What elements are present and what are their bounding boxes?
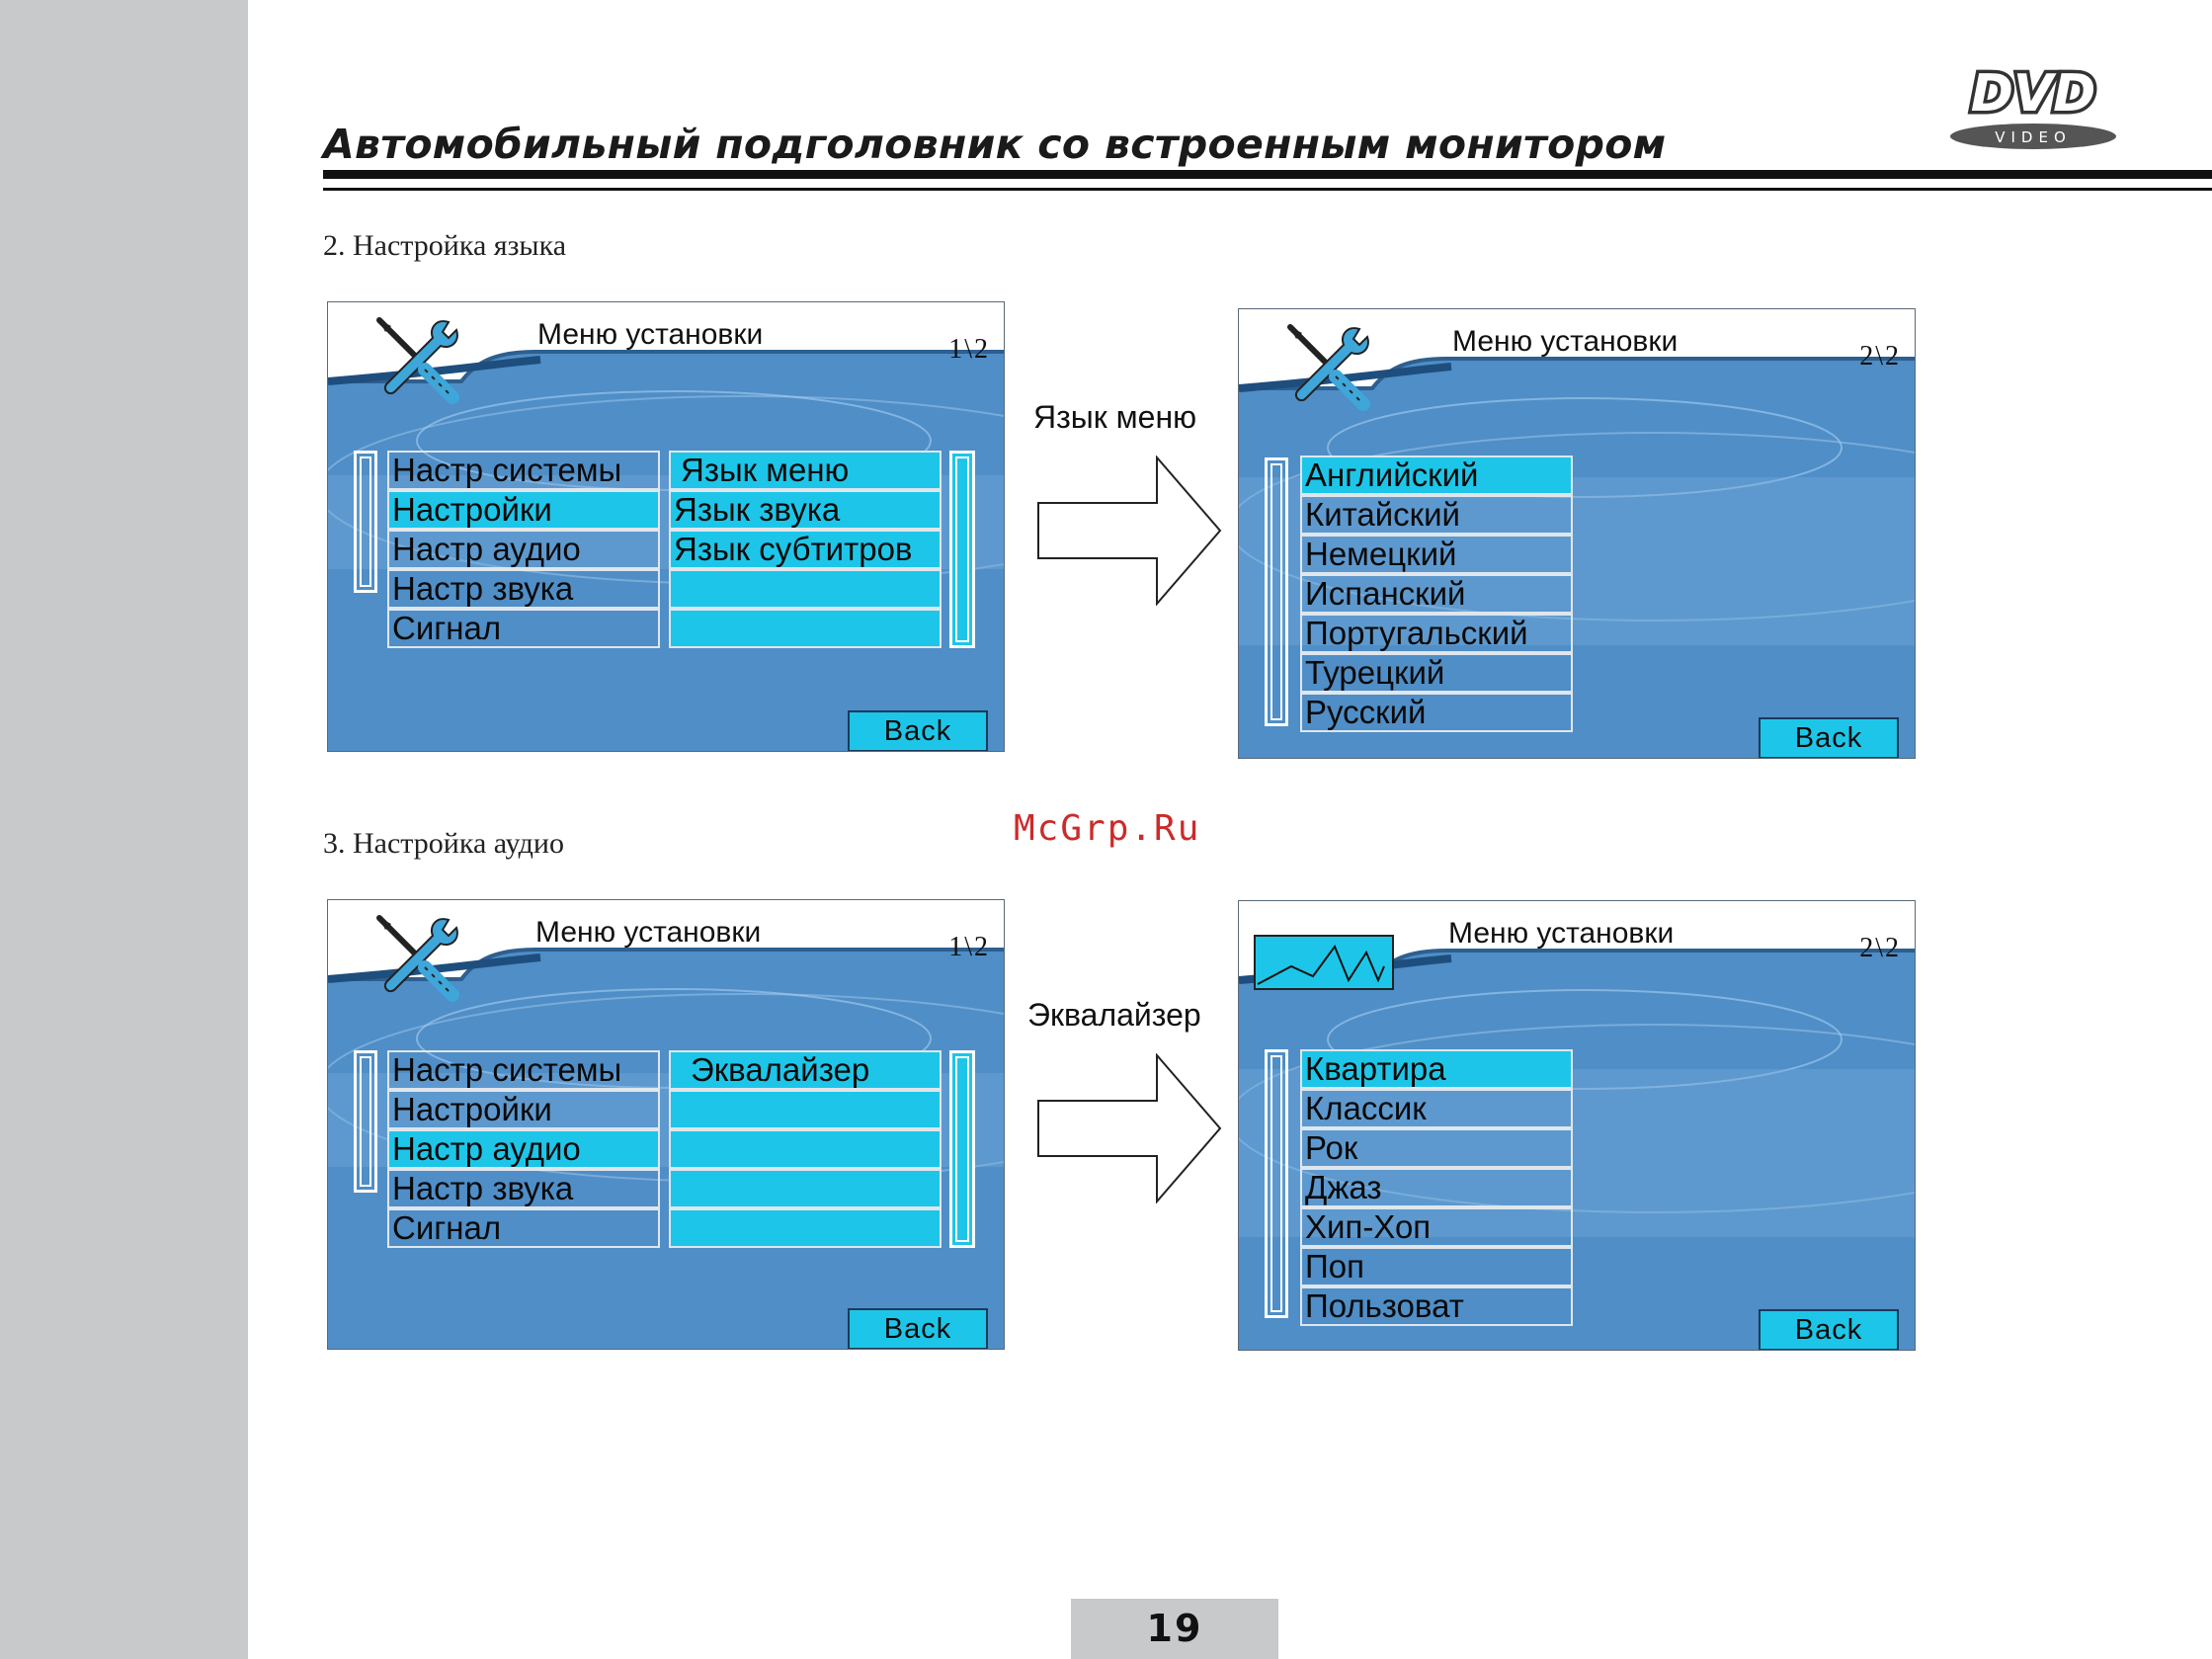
- option-russian[interactable]: Русский: [1300, 693, 1573, 732]
- screen-background: [1239, 309, 1915, 645]
- menu-item-system[interactable]: Настр системы: [387, 451, 660, 490]
- screen-title: Меню установки: [535, 916, 762, 949]
- submenu-item-menu-language[interactable]: Язык меню: [669, 451, 942, 490]
- submenu-item-empty: [669, 569, 942, 609]
- arrow-label-equalizer: Эквалайзер: [1027, 997, 1201, 1033]
- tools-icon: [376, 317, 459, 404]
- submenu-item-empty: [669, 1090, 942, 1129]
- option-turkish[interactable]: Турецкий: [1300, 653, 1573, 693]
- arrow-right-icon: [1037, 456, 1222, 606]
- dvd-logo-subtext: VIDEO: [1995, 128, 2072, 146]
- right-scrollbar[interactable]: [949, 451, 975, 648]
- option-english[interactable]: Английский: [1300, 456, 1573, 495]
- screen-title: Меню установки: [537, 318, 764, 351]
- option-pop[interactable]: Поп: [1300, 1247, 1573, 1286]
- arrow-right-icon: [1037, 1053, 1222, 1203]
- dvd-logo-text: DVD: [1971, 65, 2096, 124]
- screen-background: [1239, 901, 1915, 1237]
- submenu-item-empty: [669, 609, 942, 648]
- menu-item-signal[interactable]: Сигнал: [387, 1208, 660, 1248]
- back-button[interactable]: Back: [1759, 717, 1899, 758]
- menu-item-audio[interactable]: Настр аудио: [387, 1129, 660, 1169]
- option-flat[interactable]: Квартира: [1300, 1049, 1573, 1089]
- menu-item-system[interactable]: Настр системы: [387, 1050, 660, 1090]
- page-number: 19: [1071, 1599, 1278, 1659]
- menu-item-signal[interactable]: Сигнал: [387, 609, 660, 648]
- page-indicator: 1\2: [948, 932, 990, 962]
- section-title-language: 2. Настройка языка: [323, 229, 567, 262]
- submenu-item-audio-language[interactable]: Язык звука: [669, 490, 942, 530]
- page-sidebar-strip: [0, 0, 248, 1659]
- left-scrollbar[interactable]: [1265, 1049, 1288, 1318]
- setup-menu-screen-audio-page2: Меню установки 2\2 Квартира Классик Рок …: [1238, 900, 1916, 1351]
- document-title: Автомобильный подголовник со встроенным …: [323, 121, 1667, 168]
- screen-title: Меню установки: [1452, 325, 1679, 358]
- header-rule-thin: [323, 188, 2212, 191]
- back-button[interactable]: Back: [848, 1308, 988, 1349]
- submenu-item-empty: [669, 1129, 942, 1169]
- menu-item-audio[interactable]: Настр аудио: [387, 530, 660, 569]
- option-german[interactable]: Немецкий: [1300, 535, 1573, 574]
- arrow-label-menu-language: Язык меню: [1033, 399, 1197, 435]
- tools-icon: [1287, 324, 1370, 411]
- submenu-item-empty: [669, 1208, 942, 1248]
- setup-menu-screen-audio-page1: Меню установки 1\2 Настр системы Настрой…: [327, 899, 1005, 1350]
- submenu-item-subtitle-language[interactable]: Язык субтитров: [669, 530, 942, 569]
- watermark: McGrp.Ru: [1014, 808, 1201, 849]
- page-indicator: 2\2: [1859, 933, 1901, 963]
- menu-item-sound[interactable]: Настр звука: [387, 1169, 660, 1208]
- submenu-item-equalizer[interactable]: Эквалайзер: [669, 1050, 942, 1090]
- page-indicator: 1\2: [948, 334, 990, 365]
- back-button[interactable]: Back: [1759, 1309, 1899, 1350]
- left-scrollbar[interactable]: [1265, 457, 1288, 726]
- option-portuguese[interactable]: Португальский: [1300, 614, 1573, 653]
- screen-title: Меню установки: [1448, 917, 1675, 950]
- equalizer-icon: [1254, 935, 1394, 990]
- page-indicator: 2\2: [1859, 341, 1901, 372]
- menu-item-settings[interactable]: Настройки: [387, 1090, 660, 1129]
- left-scrollbar[interactable]: [354, 1050, 377, 1193]
- left-scrollbar[interactable]: [354, 451, 377, 593]
- section-title-audio: 3. Настройка аудио: [323, 827, 564, 860]
- menu-item-settings[interactable]: Настройки: [387, 490, 660, 530]
- option-chinese[interactable]: Китайский: [1300, 495, 1573, 535]
- option-hiphop[interactable]: Хип-Хоп: [1300, 1207, 1573, 1247]
- submenu-item-empty: [669, 1169, 942, 1208]
- back-button[interactable]: Back: [848, 710, 988, 751]
- option-jazz[interactable]: Джаз: [1300, 1168, 1573, 1207]
- dvd-logo-text-fill: DVD: [1971, 65, 2096, 124]
- setup-menu-screen-language-page2: Меню установки 2\2 Английский Китайский …: [1238, 308, 1916, 759]
- header-rule-thick: [323, 170, 2212, 179]
- setup-menu-screen-language-page1: Меню установки 1\2 Настр системы Настрой…: [327, 301, 1005, 752]
- option-spanish[interactable]: Испанский: [1300, 574, 1573, 614]
- option-classic[interactable]: Классик: [1300, 1089, 1573, 1128]
- option-user[interactable]: Пользоват: [1300, 1286, 1573, 1326]
- dvd-video-logo: DVD DVD VIDEO: [1950, 65, 2116, 149]
- right-scrollbar[interactable]: [949, 1050, 975, 1248]
- menu-item-sound[interactable]: Настр звука: [387, 569, 660, 609]
- option-rock[interactable]: Рок: [1300, 1128, 1573, 1168]
- tools-icon: [376, 915, 459, 1002]
